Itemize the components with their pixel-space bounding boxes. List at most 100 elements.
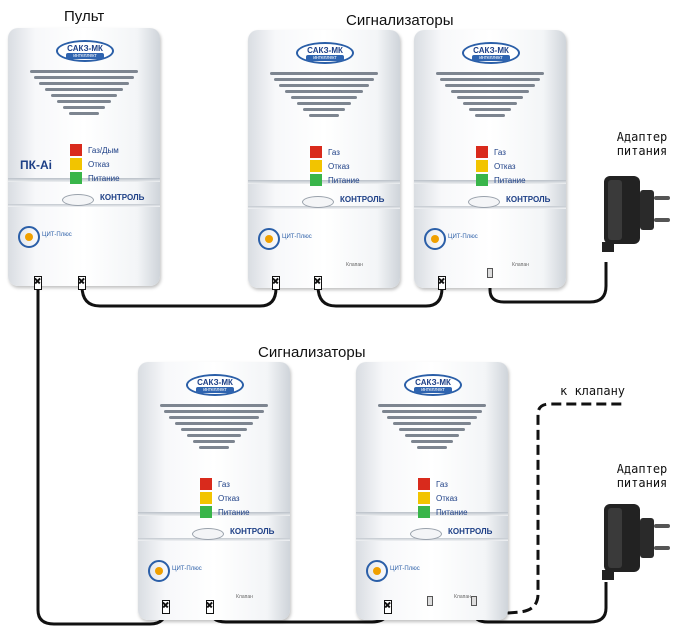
brand-strip [306,55,344,61]
brand-strip [66,53,104,59]
led-indicators [310,146,322,190]
led-label: Газ [436,480,448,489]
led-label: Отказ [328,162,350,171]
valve-jack [427,596,433,606]
terminal-connector [162,600,170,614]
manufacturer-logo-icon [18,226,40,248]
brand-sub: интеллект [203,387,227,393]
control-label: КОНТРОЛЬ [100,193,145,202]
led-label: Отказ [436,494,458,503]
adapter-label-bottom: Адаптер питания [612,462,672,490]
brand-name: САКЗ-МК [473,46,509,55]
led-indicators [70,144,82,188]
led-label: Отказ [218,494,240,503]
power-jack [471,596,477,606]
model-label: ПК-Ai [20,158,52,172]
manufacturer-name: ЦИТ-Плюс [172,566,202,572]
brand-name: САКЗ-МК [307,46,343,55]
led-label: Отказ [88,160,110,169]
control-button[interactable] [468,196,500,208]
led-label: Газ/Дым [88,146,119,155]
manufacturer-logo-icon [366,560,388,582]
led-label: Газ [494,148,506,157]
manufacturer-name: ЦИТ-Плюс [448,234,478,240]
control-label: КОНТРОЛЬ [506,195,551,204]
brand-name: САКЗ-МК [67,44,103,53]
power-adapter-top-icon [602,176,670,252]
housing-seam [8,178,160,182]
manufacturer-name: ЦИТ-Плюс [42,232,72,238]
manufacturer-logo-icon [148,560,170,582]
sensors-title-bottom: Сигнализаторы [258,344,366,361]
power-jack [487,268,493,278]
housing-seam [414,180,566,184]
brand-sub: интеллект [313,55,337,61]
terminal-connector [206,600,214,614]
adapter-label-top-line2: питания [616,144,668,158]
control-button[interactable] [62,194,94,206]
terminal-connector [438,276,446,290]
led-label: Отказ [494,162,516,171]
cable-sensor2-to-adapter-top [488,262,608,304]
remote-title: Пульт [64,8,105,25]
housing-seam [248,180,400,184]
adapter-label-top-line1: Адаптер [616,130,668,144]
valve-port-label: Клапан [454,594,471,600]
terminal-connector [384,600,392,614]
brand-sub: интеллект [421,387,445,393]
housing-seam [138,512,290,516]
vent-grille [432,72,548,130]
vent-grille [26,70,142,128]
manufacturer-name: ЦИТ-Плюс [282,234,312,240]
adapter-label-top: Адаптер питания [612,130,672,158]
sensors-title-top: Сигнализаторы [346,12,454,29]
cable-sensor1-to-sensor2 [316,285,444,308]
led-label: Питание [218,508,250,517]
manufacturer-name: ЦИТ-Плюс [390,566,420,572]
brand-name: САКЗ-МК [415,378,451,387]
vent-grille [266,72,382,130]
control-label: КОНТРОЛЬ [230,527,275,536]
valve-port-label: Клапан [346,262,363,268]
manufacturer-logo-icon [258,228,280,250]
led-indicators [418,478,430,522]
terminal-connector [34,276,42,290]
control-button[interactable] [302,196,334,208]
control-button[interactable] [410,528,442,540]
terminal-connector [272,276,280,290]
led-label: Питание [494,176,526,185]
control-label: КОНТРОЛЬ [340,195,385,204]
terminal-connector [78,276,86,290]
control-button[interactable] [192,528,224,540]
led-label: Питание [436,508,468,517]
adapter-label-bottom-line2: питания [616,476,668,490]
manufacturer-logo-icon [424,228,446,250]
vent-grille [374,404,490,462]
brand-strip [196,387,234,393]
brand-sub: интеллект [73,53,97,59]
led-label: Газ [218,480,230,489]
vent-grille [156,404,272,462]
terminal-connector [314,276,322,290]
valve-label: к клапану [560,384,626,398]
led-label: Питание [88,174,120,183]
led-indicators [476,146,488,190]
control-label: КОНТРОЛЬ [448,527,493,536]
brand-strip [414,387,452,393]
led-label: Питание [328,176,360,185]
brand-strip [472,55,510,61]
housing-seam [356,512,508,516]
